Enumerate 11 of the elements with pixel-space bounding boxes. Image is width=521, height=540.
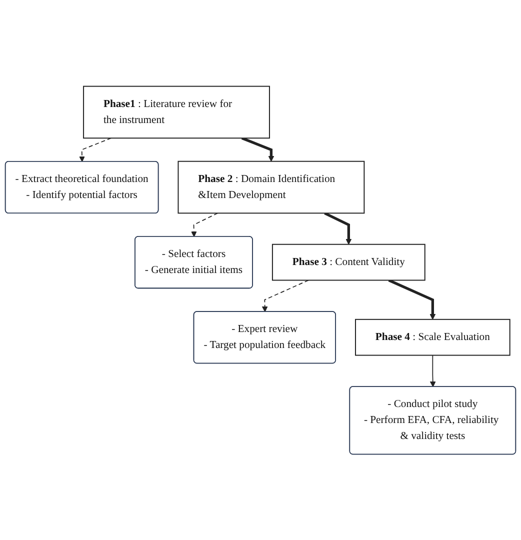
arrow <box>262 280 309 312</box>
node-box: Phase 2 : Domain Identification &Item Development <box>178 160 365 214</box>
arrow <box>191 212 218 237</box>
node-box: Phase1 : Literature review for the instrument <box>83 86 270 138</box>
arrow <box>430 354 436 387</box>
arrow <box>79 137 112 162</box>
arrow <box>241 136 274 162</box>
node-box: Phase 4 : Scale Evaluation <box>355 318 510 356</box>
arrow <box>388 278 436 320</box>
arrow <box>324 212 352 244</box>
node-box: Phase 3 : Content Validity <box>272 244 426 280</box>
